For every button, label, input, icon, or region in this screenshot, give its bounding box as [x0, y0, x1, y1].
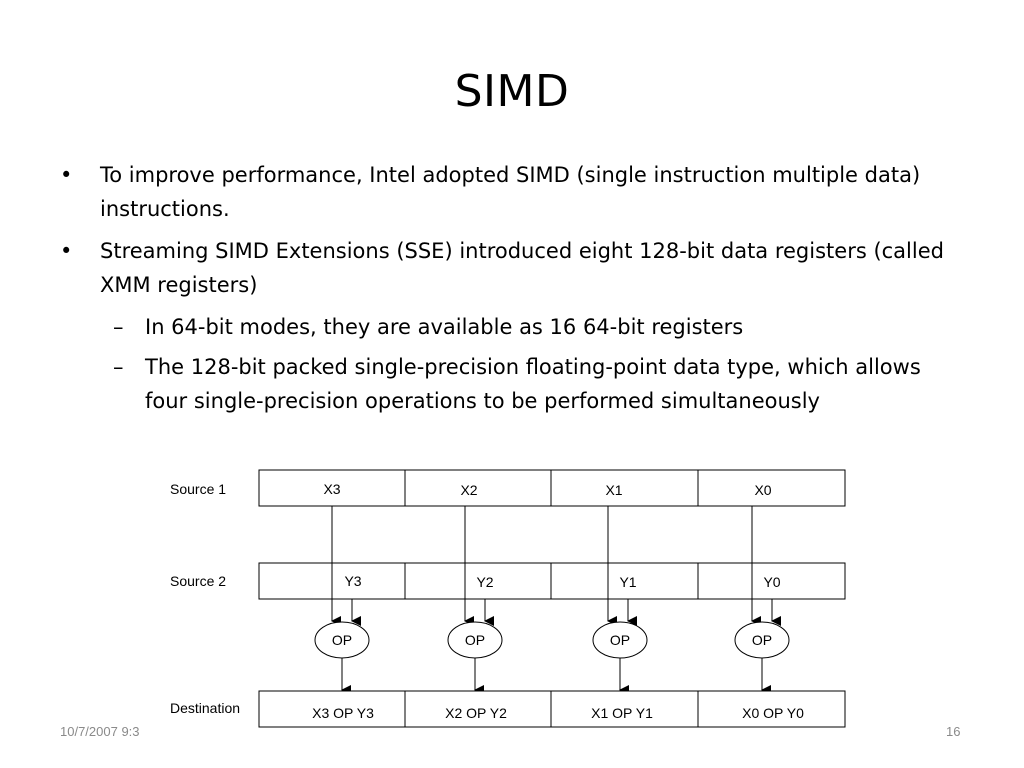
bullet-text: Streaming SIMD Extensions (SSE) introduc…	[100, 239, 944, 297]
source1-label: Source 1	[170, 481, 226, 497]
source2-cell: Y1	[619, 574, 636, 590]
bullet-marker: •	[60, 239, 73, 263]
sub-bullet-text: The 128-bit packed single-precision floa…	[145, 355, 921, 413]
op-label: OP	[332, 632, 352, 648]
sub-bullet-marker: –	[113, 355, 124, 379]
sub-bullet-item: – In 64-bit modes, they are available as…	[113, 310, 945, 344]
source2-cell: Y3	[344, 573, 361, 589]
destination-cell: X0 OP Y0	[742, 705, 804, 721]
sub-bullet-marker: –	[113, 315, 124, 339]
source2-cell: Y0	[763, 574, 780, 590]
sub-bullet-text: In 64-bit modes, they are available as 1…	[145, 315, 744, 339]
source1-cell: X2	[460, 482, 477, 498]
destination-cell: X2 OP Y2	[445, 705, 507, 721]
bullet-item: • To improve performance, Intel adopted …	[60, 158, 960, 226]
source1-cell: X0	[754, 482, 771, 498]
op-label: OP	[752, 632, 772, 648]
source2-arrows	[351, 599, 781, 626]
source2-cell: Y2	[476, 574, 493, 590]
op-nodes: OP OP OP OP	[314, 621, 790, 659]
footer-page-number: 16	[946, 724, 961, 739]
result-arrows	[341, 658, 771, 695]
destination-register: X3 OP Y3 X2 OP Y2 X1 OP Y1 X0 OP Y0	[258, 690, 846, 728]
slide-title: SIMD	[454, 66, 570, 117]
bullet-marker: •	[60, 163, 73, 187]
destination-cell: X1 OP Y1	[591, 705, 653, 721]
sub-bullet-item: – The 128-bit packed single-precision fl…	[113, 350, 945, 418]
bullet-text: To improve performance, Intel adopted SI…	[100, 163, 921, 221]
op-label: OP	[610, 632, 630, 648]
source1-register: X3 X2 X1 X0	[258, 469, 846, 507]
destination-label: Destination	[170, 700, 240, 716]
destination-cell: X3 OP Y3	[312, 705, 374, 721]
source1-cell: X3	[323, 481, 340, 497]
source1-arrows	[331, 506, 761, 626]
footer-date: 10/7/2007 9:3	[60, 724, 140, 739]
source2-label: Source 2	[170, 573, 226, 589]
bullet-list: • To improve performance, Intel adopted …	[60, 158, 960, 418]
source2-register: Y3 Y2 Y1 Y0	[258, 562, 846, 600]
source1-cell: X1	[605, 482, 622, 498]
bullet-item: • Streaming SIMD Extensions (SSE) introd…	[60, 234, 960, 302]
op-label: OP	[465, 632, 485, 648]
